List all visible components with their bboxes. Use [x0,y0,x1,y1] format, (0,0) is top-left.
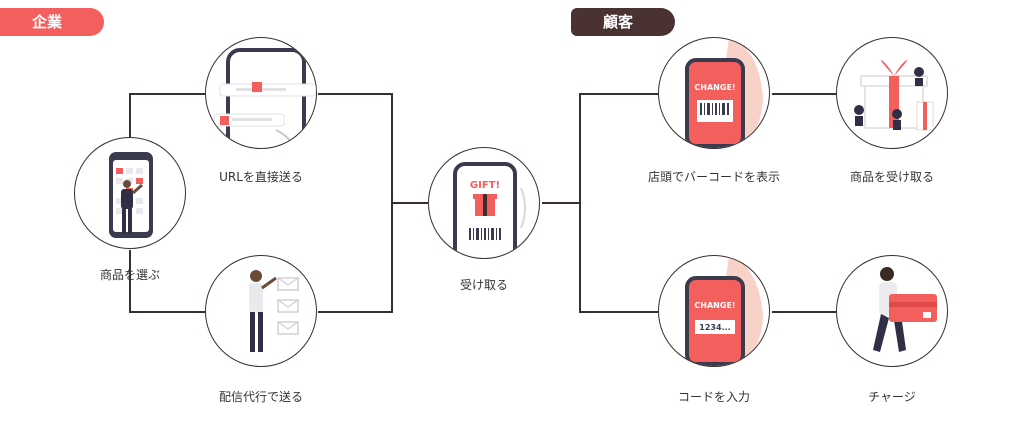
person-figure [873,267,906,352]
node-enter-code: CHANGE! 1234... [658,255,770,367]
change-text: CHANGE! [694,83,735,92]
gift-icon [252,82,262,92]
credit-card-icon [889,294,937,322]
connector-receive-to-code [579,203,658,313]
node-choose-product [74,137,186,249]
person-figure [854,67,924,130]
connector-choose-to-url [129,93,205,137]
person-figure [249,270,263,352]
phone-icon [453,162,517,258]
node-receive-product [836,37,948,149]
barcode-icon [700,103,729,115]
node-send-url [205,37,317,149]
label-charge: チャージ [868,390,916,404]
gift-icon [220,116,229,125]
customer-section-badge: 顧客 [571,8,675,36]
code-field [695,320,735,334]
label-delivery-agent: 配信代行で送る [218,390,303,404]
node-receive: GIFT! [428,147,540,259]
connector-delivery-to-receive [318,203,393,313]
node-delivery-agent [205,255,317,367]
connector-url-to-receive [318,93,428,204]
phone-icon [226,48,306,148]
code-text: 1234... [699,323,730,332]
barcode-icon [469,228,501,240]
label-receive: 受け取る [459,278,508,292]
label-enter-code: コードを入力 [677,390,750,404]
label-receive-product: 商品を受け取る [849,170,934,184]
connector-receive-to-barcode [542,93,658,204]
change-text: CHANGE! [694,301,735,310]
person-figure [121,180,133,234]
node-show-barcode: CHANGE! [658,37,770,149]
label-show-barcode: 店頭でバーコードを表示 [647,170,780,184]
company-section-badge: 企業 [0,8,104,36]
node-charge [836,255,948,367]
label-choose-product: 商品を選ぶ [99,268,160,282]
label-send-url: URLを直接送る [219,170,303,184]
connector-choose-to-delivery [129,250,205,313]
gift-text: GIFT! [470,180,500,191]
